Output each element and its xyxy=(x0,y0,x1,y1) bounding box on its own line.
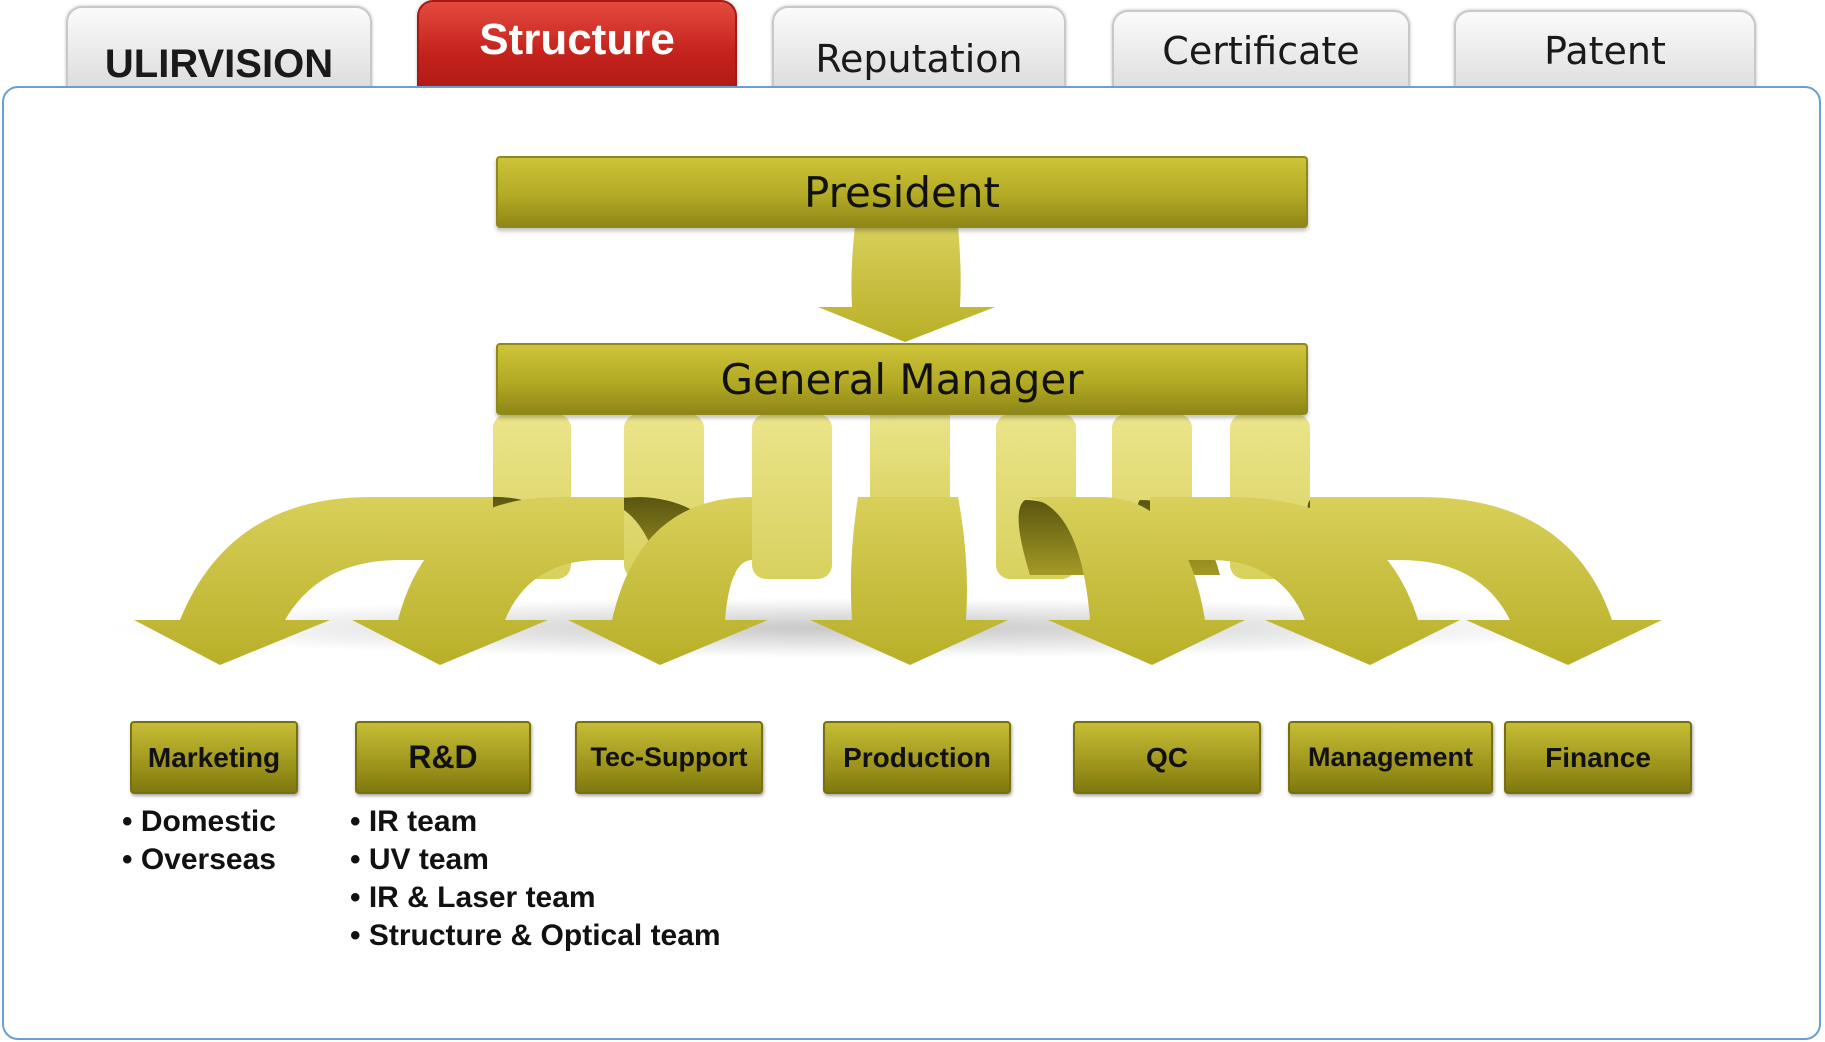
dept-finance-label: Finance xyxy=(1545,741,1651,773)
arrow-finance xyxy=(1310,497,1662,665)
list-item: IR & Laser team xyxy=(350,879,721,917)
general-manager-label: General Manager xyxy=(720,354,1084,404)
arrow-qc xyxy=(1020,497,1245,665)
dept-qc-label: QC xyxy=(1146,741,1188,773)
list-item: UV team xyxy=(350,841,721,879)
dept-tec-support: Tec-Support xyxy=(575,721,763,794)
arrow-rnd xyxy=(352,497,624,665)
general-manager-box: General Manager xyxy=(496,343,1308,415)
tab-certificate-label: Certificate xyxy=(1162,29,1360,73)
tab-ulirvision-label: ULIRVISION xyxy=(104,41,334,86)
list-item: Domestic xyxy=(122,803,276,841)
arrow-management xyxy=(1150,497,1460,665)
president-to-gm-arrow xyxy=(818,226,995,342)
list-item: Structure & Optical team xyxy=(350,917,721,955)
tab-structure-label: Structure xyxy=(479,15,675,64)
list-item: IR team xyxy=(350,803,721,841)
dept-finance: Finance xyxy=(1504,721,1692,794)
dept-tec-support-label: Tec-Support xyxy=(590,742,748,772)
tab-reputation[interactable]: Reputation xyxy=(772,6,1066,98)
dept-management: Management xyxy=(1288,721,1493,794)
dept-management-label: Management xyxy=(1307,742,1474,772)
rnd-subteams: IR team UV team IR & Laser team Structur… xyxy=(350,803,721,955)
dept-production: Production xyxy=(823,721,1011,794)
dept-rnd-label: R&D xyxy=(408,739,478,775)
arrow-marketing xyxy=(134,497,493,665)
dept-qc: QC xyxy=(1073,721,1261,794)
arrow-tec-support xyxy=(568,497,768,665)
marketing-subteams: Domestic Overseas xyxy=(122,803,276,879)
tab-patent-label: Patent xyxy=(1544,29,1666,73)
tab-reputation-label: Reputation xyxy=(815,37,1023,81)
president-box: President xyxy=(496,156,1308,228)
dept-rnd: R&D xyxy=(355,721,531,794)
list-item: Overseas xyxy=(122,841,276,879)
dept-production-label: Production xyxy=(843,741,991,773)
dept-marketing-label: Marketing xyxy=(147,741,281,773)
tab-ulirvision[interactable]: ULIRVISION xyxy=(66,6,372,98)
arrow-production xyxy=(810,497,1008,665)
tab-structure[interactable]: Structure xyxy=(417,0,737,88)
president-label: President xyxy=(804,167,1000,217)
dept-marketing: Marketing xyxy=(130,721,298,794)
